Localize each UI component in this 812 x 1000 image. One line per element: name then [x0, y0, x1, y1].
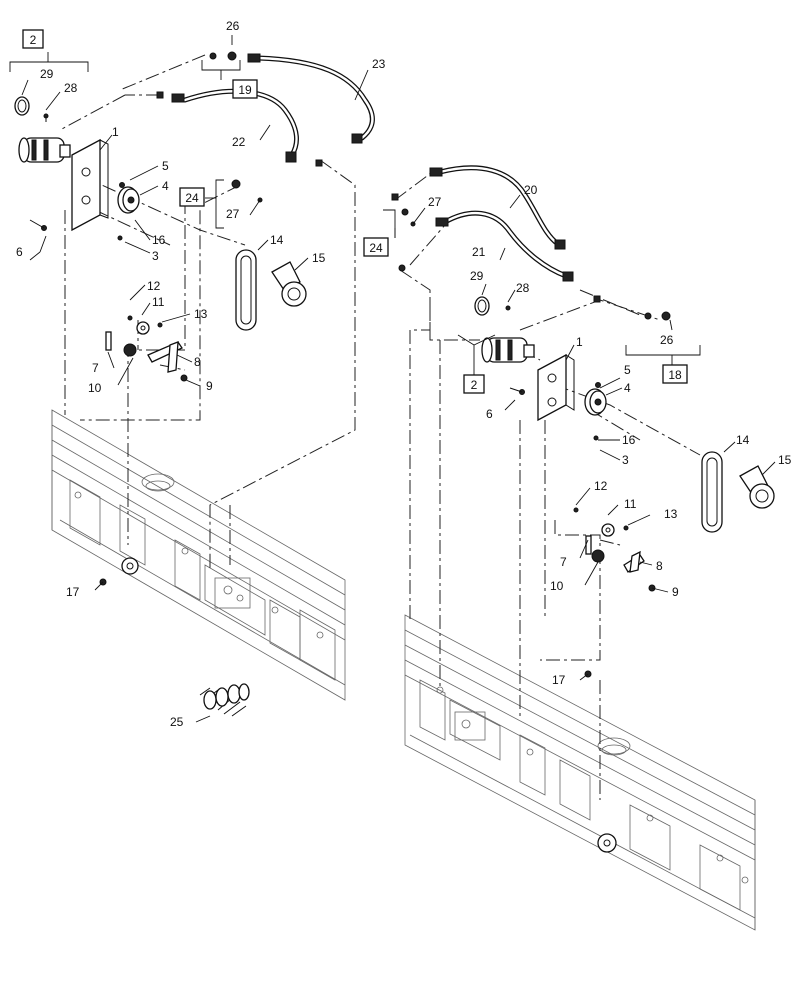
- right-hose-21: [435, 210, 574, 282]
- right-o-ring: [474, 296, 490, 316]
- right-sprocket: [584, 388, 607, 416]
- callout-18: 18: [668, 368, 682, 382]
- left-sprocket: [117, 186, 140, 214]
- right-idler: [739, 465, 775, 509]
- callout-8-left: 8: [194, 355, 201, 369]
- callout-27-right: 27: [428, 195, 442, 209]
- callout-17-right: 17: [552, 673, 566, 687]
- callout-16-left: 16: [152, 233, 166, 247]
- callout-23: 23: [372, 57, 386, 71]
- right-fittings: [391, 193, 601, 303]
- callout-3-right: 3: [622, 453, 629, 467]
- callout-26-right: 26: [660, 333, 674, 347]
- callout-17-left: 17: [66, 585, 80, 599]
- callout-11-left: 11: [152, 295, 165, 309]
- callout-27-left: 27: [226, 207, 240, 221]
- left-hose-23: [247, 53, 375, 144]
- left-chain: [235, 249, 257, 331]
- left-row-unit-frame: [51, 409, 346, 701]
- callout-5-left: 5: [162, 159, 169, 173]
- callout-19: 19: [238, 83, 252, 97]
- callout-24-right: 24: [369, 241, 383, 255]
- left-tensioner-arm: [105, 315, 188, 382]
- right-chain: [701, 451, 723, 533]
- callout-28-right: 28: [516, 281, 530, 295]
- callout-5-right: 5: [624, 363, 631, 377]
- callout-9-left: 9: [206, 379, 213, 393]
- callout-15-left: 15: [312, 251, 326, 265]
- boxed-callout-18: 18: [662, 364, 688, 384]
- callout-13-right: 13: [664, 507, 678, 521]
- callout-22: 22: [232, 135, 246, 149]
- right-row-unit-frame: [404, 614, 756, 931]
- callout-11-right: 11: [624, 497, 637, 511]
- left-o-ring: [14, 96, 30, 116]
- callout-16-right: 16: [622, 433, 636, 447]
- callout-26-left: 26: [226, 19, 240, 33]
- left-spring: [199, 683, 250, 717]
- left-fittings: [156, 91, 323, 167]
- callout-2-right: 2: [471, 378, 478, 392]
- callout-6-right: 6: [486, 407, 493, 421]
- boxed-callout-2-right: 2: [463, 374, 485, 394]
- callout-9-right: 9: [672, 585, 679, 599]
- callout-28-left: 28: [64, 81, 78, 95]
- callout-6-left: 6: [16, 245, 23, 259]
- assembly-centerlines: [59, 54, 701, 800]
- callout-14-left: 14: [270, 233, 284, 247]
- boxed-callout-24-right: 24: [363, 237, 389, 257]
- leader-lines: [9, 35, 776, 723]
- callout-12-left: 12: [147, 279, 161, 293]
- callout-7-left: 7: [92, 361, 99, 375]
- right-tensioner-arm: [573, 507, 656, 592]
- callout-24-left: 24: [185, 191, 199, 205]
- left-mounting-bracket: [71, 138, 109, 232]
- callout-7-right: 7: [560, 555, 567, 569]
- boxed-callout-19: 19: [232, 79, 258, 99]
- right-mounting-bracket: [537, 353, 575, 422]
- callout-12-right: 12: [594, 479, 608, 493]
- left-idler: [271, 261, 307, 307]
- callout-10-right: 10: [550, 579, 564, 593]
- callout-20: 20: [524, 183, 538, 197]
- callout-4-left: 4: [162, 179, 169, 193]
- left-hose-22: [171, 88, 299, 163]
- callout-13-left: 13: [194, 307, 208, 321]
- right-hydraulic-motor: [481, 337, 535, 363]
- right-hose-20: [429, 165, 566, 250]
- callout-1-right: 1: [576, 335, 583, 349]
- callout-29-right: 29: [470, 269, 484, 283]
- callout-10-left: 10: [88, 381, 102, 395]
- callout-1-left: 1: [112, 125, 119, 139]
- callout-29-left: 29: [40, 67, 54, 81]
- callout-15-right: 15: [778, 453, 792, 467]
- boxed-callout-24-left: 24: [179, 187, 205, 207]
- callout-4-right: 4: [624, 381, 631, 395]
- callout-21: 21: [472, 245, 486, 259]
- left-small-fasteners: [29, 51, 263, 586]
- callout-8-right: 8: [656, 559, 663, 573]
- boxed-callout-2-left: 2: [22, 29, 44, 49]
- callout-2-left: 2: [30, 33, 37, 47]
- callout-25: 25: [170, 715, 184, 729]
- left-hydraulic-motor: [18, 137, 71, 163]
- callout-14-right: 14: [736, 433, 750, 447]
- callout-3-left: 3: [152, 249, 159, 263]
